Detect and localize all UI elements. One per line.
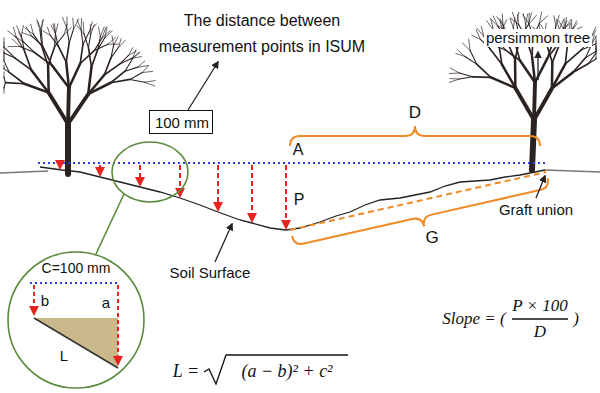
distance-brace [290, 126, 540, 146]
formula-text: P × 100 [512, 296, 568, 316]
dimension-box: 100 mm [149, 110, 213, 133]
point-label: A [293, 141, 304, 159]
zoom-circle [8, 252, 144, 388]
soil-surface-line [40, 167, 545, 230]
formula-text: Slope = ( [442, 309, 505, 329]
slope-line [290, 172, 546, 230]
callout-label: Soil Surface [170, 264, 251, 281]
measurement-arrow [33, 285, 35, 314]
leader-arrow [188, 62, 218, 110]
zoom-connector [96, 194, 124, 254]
radical-sign [204, 355, 348, 384]
dimension-label: L [60, 347, 68, 364]
formula-text: L = [173, 361, 199, 382]
formula-text: ) [573, 309, 579, 329]
dimension-label: G [425, 228, 438, 248]
leader-arrow [215, 224, 232, 262]
dimension-label: a [102, 294, 110, 311]
dimension-label: P [294, 191, 305, 209]
callout-label: Graft union [499, 201, 573, 218]
segment-l [34, 318, 118, 368]
measurement-arrow [117, 285, 119, 364]
dimension-label: C=100 mm [42, 260, 111, 276]
formula-text: (a − b)² + c² [241, 361, 332, 382]
formula-text: D [534, 322, 546, 342]
leader-arrow [536, 176, 545, 198]
leader-arrow [537, 52, 538, 80]
slope-triangle [34, 318, 118, 368]
note-text: The distance between measurement points … [146, 8, 378, 60]
persimmon-tree [4, 12, 596, 174]
reference-line [30, 282, 120, 284]
dimension-label: 100 mm [155, 114, 207, 131]
dimension-label: D [409, 103, 421, 123]
fraction-bar [512, 318, 568, 319]
dimension-label: b [41, 292, 49, 309]
zoom-ellipse [112, 142, 188, 202]
ground-line [545, 170, 600, 172]
callout-label: persimmon tree [484, 29, 592, 46]
ground-line [0, 171, 48, 173]
